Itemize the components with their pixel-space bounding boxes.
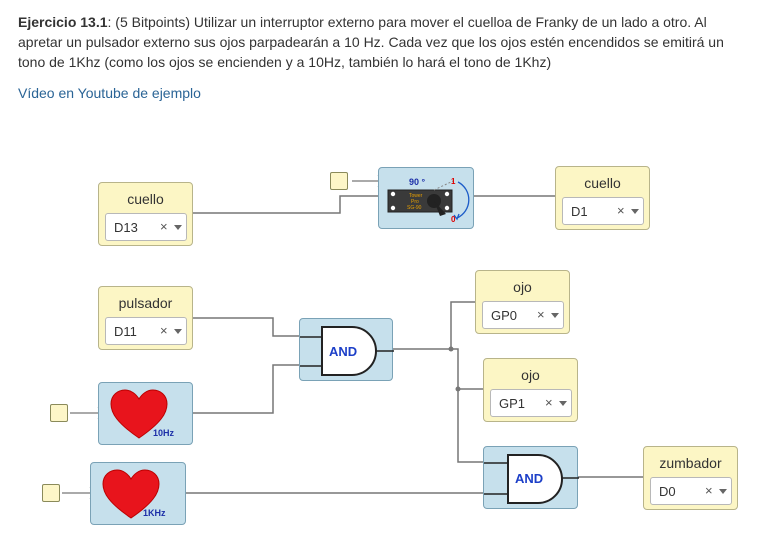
and-gate-icon: AND	[300, 326, 394, 376]
servo-zero: 0	[451, 215, 456, 224]
exercise-description: Ejercicio 13.1: (5 Bitpoints) Utilizar u…	[18, 12, 738, 72]
pin-value: D13	[114, 220, 138, 235]
pin-select[interactable]: D1 ×	[562, 197, 644, 225]
wire-cuello-servo	[193, 195, 378, 214]
video-link[interactable]: Vídeo en Youtube de ejemplo	[18, 85, 201, 101]
pin-value: D11	[114, 324, 137, 339]
block-title: ojo	[513, 279, 532, 295]
and-label: AND	[515, 471, 543, 486]
pin-select[interactable]: GP1 ×	[490, 389, 572, 417]
pin-value: GP1	[499, 396, 526, 411]
block-title: cuello	[127, 191, 164, 207]
pulsador-block[interactable]: pulsador D11 ×	[98, 286, 193, 350]
heart2-port[interactable]	[42, 484, 60, 502]
and-gate-2[interactable]: AND	[483, 446, 579, 509]
pin-value: D0	[659, 484, 676, 499]
exercise-text: Utilizar un interruptor externo para mov…	[18, 14, 724, 70]
chevron-down-icon[interactable]	[631, 209, 639, 214]
servo-icon: 90 ° Tower Pro SG-90 1 0	[387, 177, 470, 224]
clear-icon[interactable]: ×	[160, 323, 168, 338]
clear-icon[interactable]: ×	[617, 203, 625, 218]
chevron-down-icon[interactable]	[174, 225, 182, 230]
exercise-title: Ejercicio 13.1	[18, 14, 108, 30]
servo-brand-3: SG-90	[407, 205, 422, 211]
wire-junction-and2	[457, 389, 483, 463]
servo-brand-2: Pro	[411, 199, 419, 205]
clear-icon[interactable]: ×	[705, 483, 713, 498]
junction-dot-1	[448, 346, 454, 352]
pin-select[interactable]: D11 ×	[105, 317, 187, 345]
heart-icon	[110, 389, 168, 439]
wire-pulsador-and	[193, 317, 299, 337]
junction-dot-2	[455, 386, 461, 392]
servo-angle: 90 °	[409, 177, 426, 187]
ojo-block-1[interactable]: ojo GP0 ×	[475, 270, 570, 334]
cuello-output-block[interactable]: cuello D1 ×	[555, 166, 650, 230]
heart-1khz-block[interactable]: 1KHz	[90, 462, 186, 525]
pin-select[interactable]: GP0 ×	[482, 301, 564, 329]
pin-select[interactable]: D13 ×	[105, 213, 187, 241]
wire-junction-ojo2	[451, 348, 483, 390]
heart-10hz-block[interactable]: 10Hz	[98, 382, 193, 445]
chevron-down-icon[interactable]	[551, 313, 559, 318]
ojo-block-2[interactable]: ojo GP1 ×	[483, 358, 578, 422]
block-title: pulsador	[118, 295, 173, 311]
pin-value: D1	[571, 204, 588, 219]
freq-label: 10Hz	[153, 428, 175, 438]
heart1-port[interactable]	[50, 404, 68, 422]
chevron-down-icon[interactable]	[174, 329, 182, 334]
servo-one: 1	[451, 177, 456, 186]
zumbador-block[interactable]: zumbador D0 ×	[643, 446, 738, 510]
clear-icon[interactable]: ×	[537, 307, 545, 322]
chevron-down-icon[interactable]	[559, 401, 567, 406]
freq-label: 1KHz	[143, 508, 166, 518]
and-gate-1[interactable]: AND	[299, 318, 394, 381]
servo-brand-1: Tower	[409, 193, 423, 199]
and-label: AND	[329, 344, 357, 359]
block-title: ojo	[521, 367, 540, 383]
pin-select[interactable]: D0 ×	[650, 477, 732, 505]
chevron-down-icon[interactable]	[719, 489, 727, 494]
servo-switch-port[interactable]	[330, 172, 348, 190]
cuello-input-block[interactable]: cuello D13 ×	[98, 182, 193, 246]
pin-value: GP0	[491, 308, 518, 323]
clear-icon[interactable]: ×	[545, 395, 553, 410]
block-title: zumbador	[659, 455, 722, 471]
and-gate-icon: AND	[484, 454, 579, 504]
exercise-points: : (5 Bitpoints)	[107, 14, 190, 30]
servo-block[interactable]: 90 ° Tower Pro SG-90 1 0	[378, 167, 474, 229]
wire-heart-and	[193, 364, 299, 414]
clear-icon[interactable]: ×	[160, 219, 168, 234]
heart-icon	[102, 469, 160, 519]
block-title: cuello	[584, 175, 621, 191]
wire-junction-ojo1	[450, 301, 475, 349]
